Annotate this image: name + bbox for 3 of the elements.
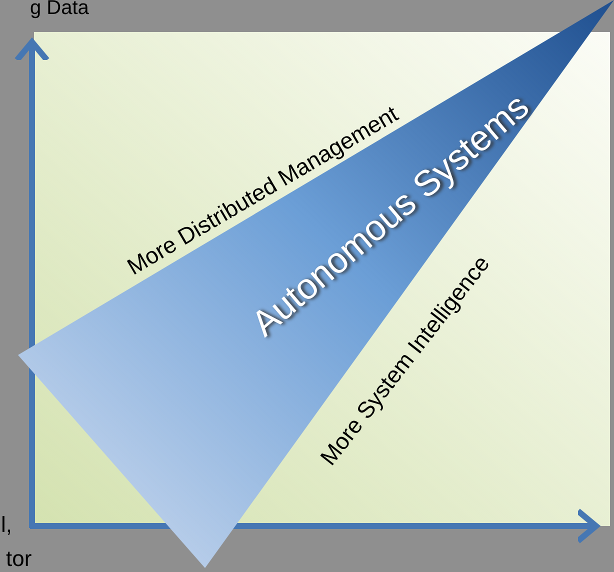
- caption-text: l,: [1, 512, 12, 538]
- caption-text: tor: [6, 546, 32, 572]
- heading-text: g Data: [30, 0, 89, 20]
